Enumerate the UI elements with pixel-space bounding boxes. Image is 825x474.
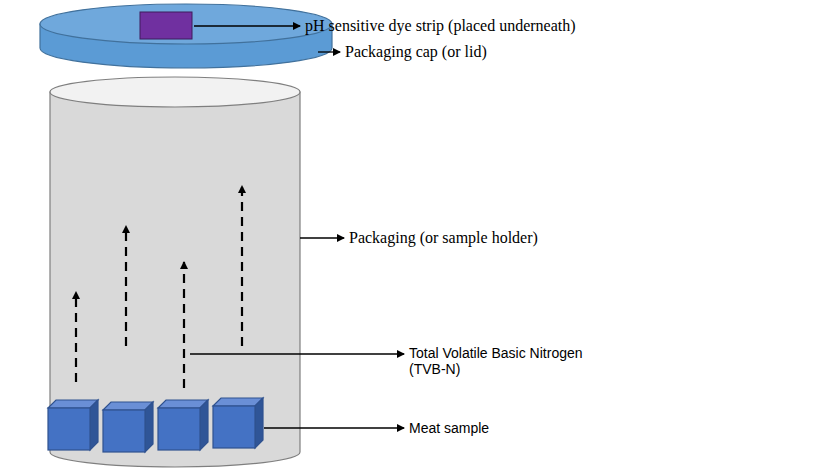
meat-cubes (48, 398, 263, 452)
lid-label: Packaging cap (or lid) (345, 43, 487, 61)
dye-strip (140, 12, 192, 39)
packaging-label: Packaging (or sample holder) (349, 229, 538, 247)
meat-label: Meat sample (409, 420, 489, 436)
tvbn-label: Total Volatile Basic Nitrogen (TVB-N) (409, 345, 609, 377)
packaging-lid (40, 4, 332, 68)
tvbn-arrows (76, 186, 242, 388)
leader-arrows (190, 26, 404, 428)
dye-strip-label: pH sensitive dye strip (placed underneat… (305, 17, 576, 35)
